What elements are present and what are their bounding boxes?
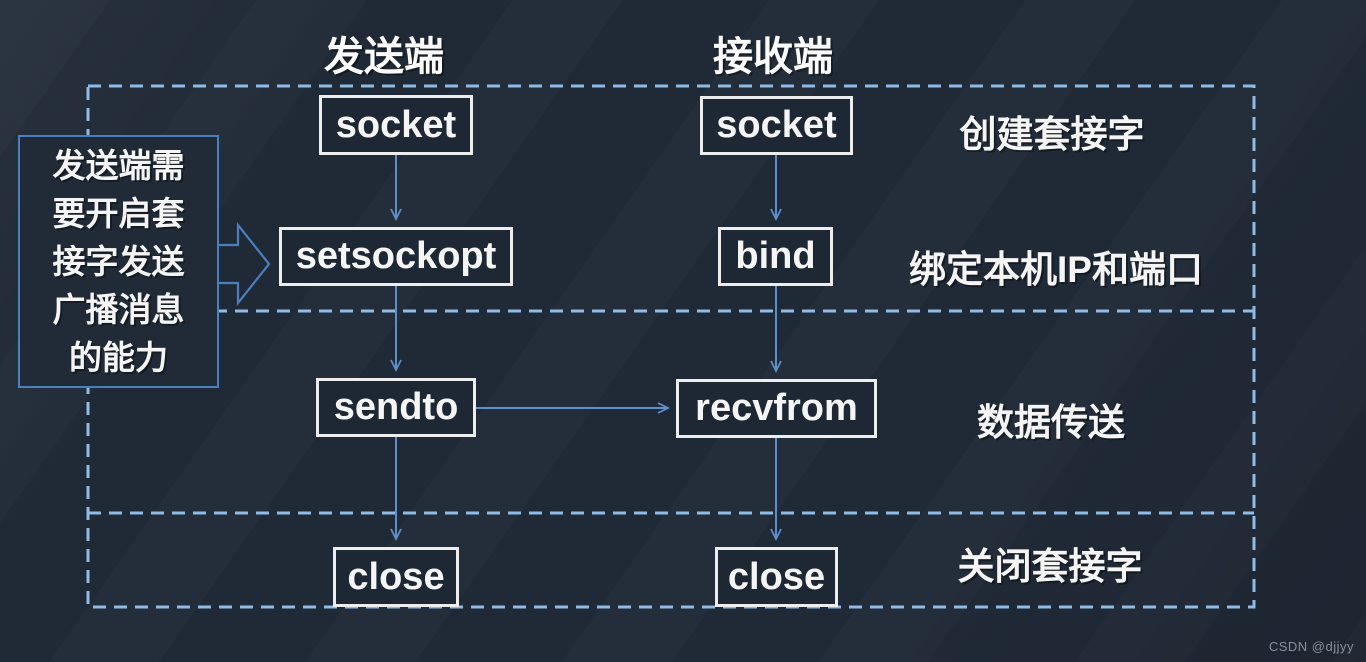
sender-broadcast-note: 发送端需 要开启套 接字发送 广播消息 的能力 [18,135,219,388]
flow-box-socket-receiver: socket [700,96,853,155]
note-line: 的能力 [69,339,168,376]
stage-label-create-socket: 创建套接字 [959,114,1145,155]
flow-box-sendto: sendto [316,378,476,437]
flow-arrows [390,154,782,542]
note-line: 广播消息 [52,291,185,328]
flow-box-recvfrom: recvfrom [676,379,877,438]
stage-label-bind-ip-port: 绑定本机IP和端口 [909,249,1203,290]
sender-column-title: 发送端 [324,35,444,79]
note-block-arrow-icon [219,221,271,307]
stage-label-data-transfer: 数据传送 [977,402,1125,443]
note-line: 要开启套 [52,195,185,232]
flow-box-close-receiver: close [715,547,838,607]
stage-label-close-socket: 关闭套接字 [957,546,1143,587]
flow-box-setsockopt: setsockopt [279,227,513,286]
flow-box-socket-sender: socket [319,95,473,155]
flow-box-close-sender: close [333,547,459,607]
note-line: 发送端需 [52,147,185,184]
csdn-watermark: CSDN @djjyy [1268,639,1354,654]
note-line: 接字发送 [52,243,185,280]
flow-box-bind: bind [718,227,833,286]
outer-dashed-border [86,84,1256,609]
receiver-column-title: 接收端 [713,35,833,79]
